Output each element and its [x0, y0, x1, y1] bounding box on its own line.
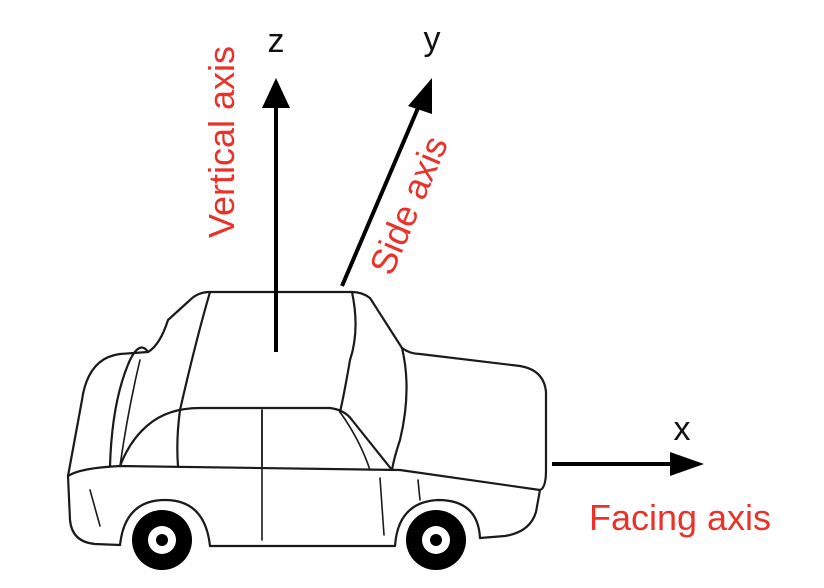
z-axis-letter: z	[268, 22, 285, 60]
z-axis: z Vertical axis	[201, 22, 290, 352]
car-rear-window-line	[339, 411, 371, 471]
car-hood-edge	[119, 359, 141, 467]
car-lower-body	[66, 474, 542, 548]
car-side-trim	[89, 477, 421, 536]
z-axis-arrow-head	[262, 78, 290, 108]
car-rear-wheel-arch	[393, 498, 482, 548]
y-axis-arrow-shaft	[340, 107, 420, 287]
y-axis-arrow-head	[408, 78, 432, 114]
car-belt-line	[66, 464, 542, 492]
x-axis-arrow-head	[670, 452, 704, 476]
car-trunk	[400, 346, 548, 492]
car-front-pillar	[108, 346, 150, 468]
car-rear-pillar	[390, 346, 408, 472]
car-c-pillar	[338, 290, 357, 414]
x-axis-letter: x	[674, 410, 691, 448]
x-axis: x Facing axis	[552, 410, 771, 538]
z-axis-name: Vertical axis	[201, 46, 242, 238]
x-axis-name: Facing axis	[589, 497, 771, 538]
car-roof	[208, 290, 404, 350]
car-front-wheel-arch	[118, 498, 212, 548]
car-front-nose	[66, 290, 212, 478]
car-front-wheel	[132, 510, 192, 570]
y-axis: y Side axis	[340, 20, 456, 287]
car-window-sill	[118, 406, 394, 472]
car-a-pillar	[176, 290, 212, 468]
car-rear-wheel	[406, 510, 466, 570]
car-illustration	[66, 290, 548, 570]
y-axis-letter: y	[424, 20, 441, 58]
